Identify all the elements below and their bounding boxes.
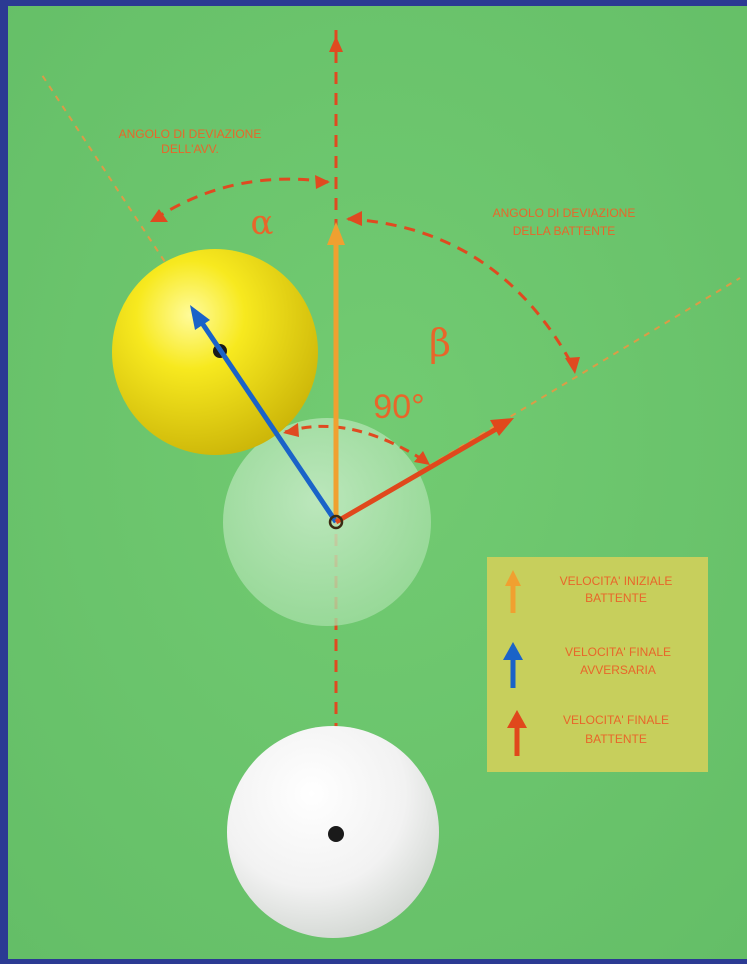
legend-initial-velocity-line-2: BATTENTE	[585, 591, 647, 605]
legend-object-final-velocity-arrow-icon	[503, 642, 523, 660]
alpha-arc-left-arrowhead	[150, 209, 168, 222]
contact-point	[328, 514, 344, 530]
cue-final-velocity-arrowhead	[490, 418, 514, 436]
legend-object-final-velocity-line-2: AVVERSARIA	[580, 663, 656, 677]
legend-item-initial-velocity: VELOCITA' INIZIALE BATTENTE	[505, 570, 672, 613]
alpha-description-line-1: ANGOLO DI DEVIAZIONE	[119, 127, 262, 141]
alpha-description-line-2: DELL'AVV.	[161, 142, 219, 156]
beta-description-line-1: ANGOLO DI DEVIAZIONE	[493, 206, 636, 220]
legend-item-object-final-velocity: VELOCITA' FINALE AVVERSARIA	[503, 642, 671, 688]
beta-arc-bottom-arrowhead	[565, 357, 580, 374]
right-angle-label: 90°	[373, 388, 424, 426]
legend-initial-velocity-arrow-icon	[505, 570, 521, 586]
beta-arc-top-arrowhead	[346, 211, 362, 226]
legend-cue-final-velocity-line-2: BATTENTE	[585, 732, 647, 746]
beta-arc	[347, 217, 577, 371]
right-angle-right-arrowhead	[414, 451, 430, 465]
legend-initial-velocity-line-1: VELOCITA' INIZIALE	[560, 574, 673, 588]
alpha-symbol: α	[251, 203, 274, 243]
beta-description-line-2: DELLA BATTENTE	[513, 224, 615, 238]
right-angle-arc	[284, 424, 429, 465]
ghost-ball	[223, 418, 431, 626]
beta-symbol: β	[429, 321, 451, 365]
initial-velocity-arrowhead	[327, 222, 345, 245]
legend-cue-final-velocity-line-1: VELOCITA' FINALE	[563, 713, 669, 727]
object-final-velocity-vector	[197, 318, 339, 524]
cue-ball-center-dot	[328, 826, 344, 842]
cue-path-arrowhead	[329, 36, 343, 52]
legend-box	[487, 557, 708, 772]
object-final-velocity-arrowhead	[190, 305, 210, 330]
legend-cue-final-velocity-arrow-icon	[507, 710, 527, 728]
right-angle-left-arrowhead	[283, 423, 299, 437]
cue-final-velocity-vector	[334, 425, 500, 525]
alpha-arc-right-arrowhead	[315, 175, 330, 189]
alpha-arc	[149, 177, 329, 224]
legend-item-cue-final-velocity: VELOCITA' FINALE BATTENTE	[507, 710, 669, 756]
legend: VELOCITA' INIZIALE BATTENTE VELOCITA' FI…	[487, 557, 708, 772]
legend-object-final-velocity-line-1: VELOCITA' FINALE	[565, 645, 671, 659]
